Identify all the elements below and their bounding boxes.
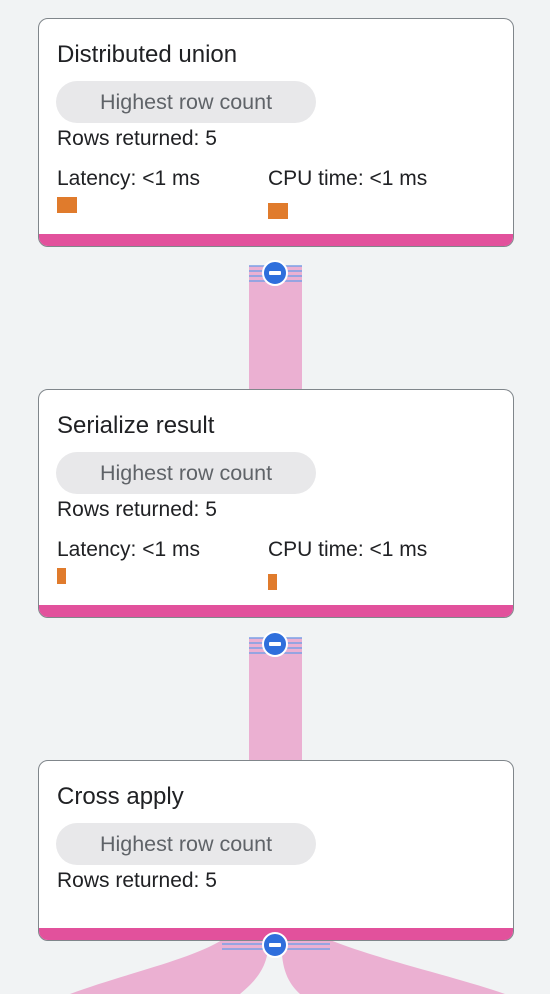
highest-row-count-badge: Highest row count [56,823,316,865]
latency-bar [57,197,77,213]
highest-row-count-badge: Highest row count [56,452,316,494]
cpu-time-label: CPU time: <1 ms [268,538,428,561]
cpu-time-bar [268,203,288,219]
latency-label: Latency: <1 ms [57,538,200,561]
collapse-minus-icon[interactable] [262,260,288,286]
edge-connector [281,940,505,994]
node-title: Distributed union [57,41,238,68]
edge-connector [249,266,302,391]
rows-returned: Rows returned: 5 [57,127,217,150]
cpu-time-label: CPU time: <1 ms [268,167,428,190]
node-title: Cross apply [57,783,184,810]
latency-label: Latency: <1 ms [57,167,200,190]
plan-node-cross-apply[interactable]: Cross apply Highest row count Rows retur… [38,760,514,941]
edge-connector [70,940,269,994]
collapse-minus-icon[interactable] [262,631,288,657]
collapse-minus-icon[interactable] [262,932,288,958]
cpu-time-bar [268,574,277,590]
node-title: Serialize result [57,412,215,439]
latency-bar [57,568,66,584]
rows-returned: Rows returned: 5 [57,498,217,521]
edge-connector [249,638,302,763]
plan-node-distributed-union[interactable]: Distributed union Highest row count Rows… [38,18,514,247]
rows-returned: Rows returned: 5 [57,869,217,892]
node-accent-bar [39,234,513,246]
plan-node-serialize-result[interactable]: Serialize result Highest row count Rows … [38,389,514,618]
node-accent-bar [39,605,513,617]
highest-row-count-badge: Highest row count [56,81,316,123]
